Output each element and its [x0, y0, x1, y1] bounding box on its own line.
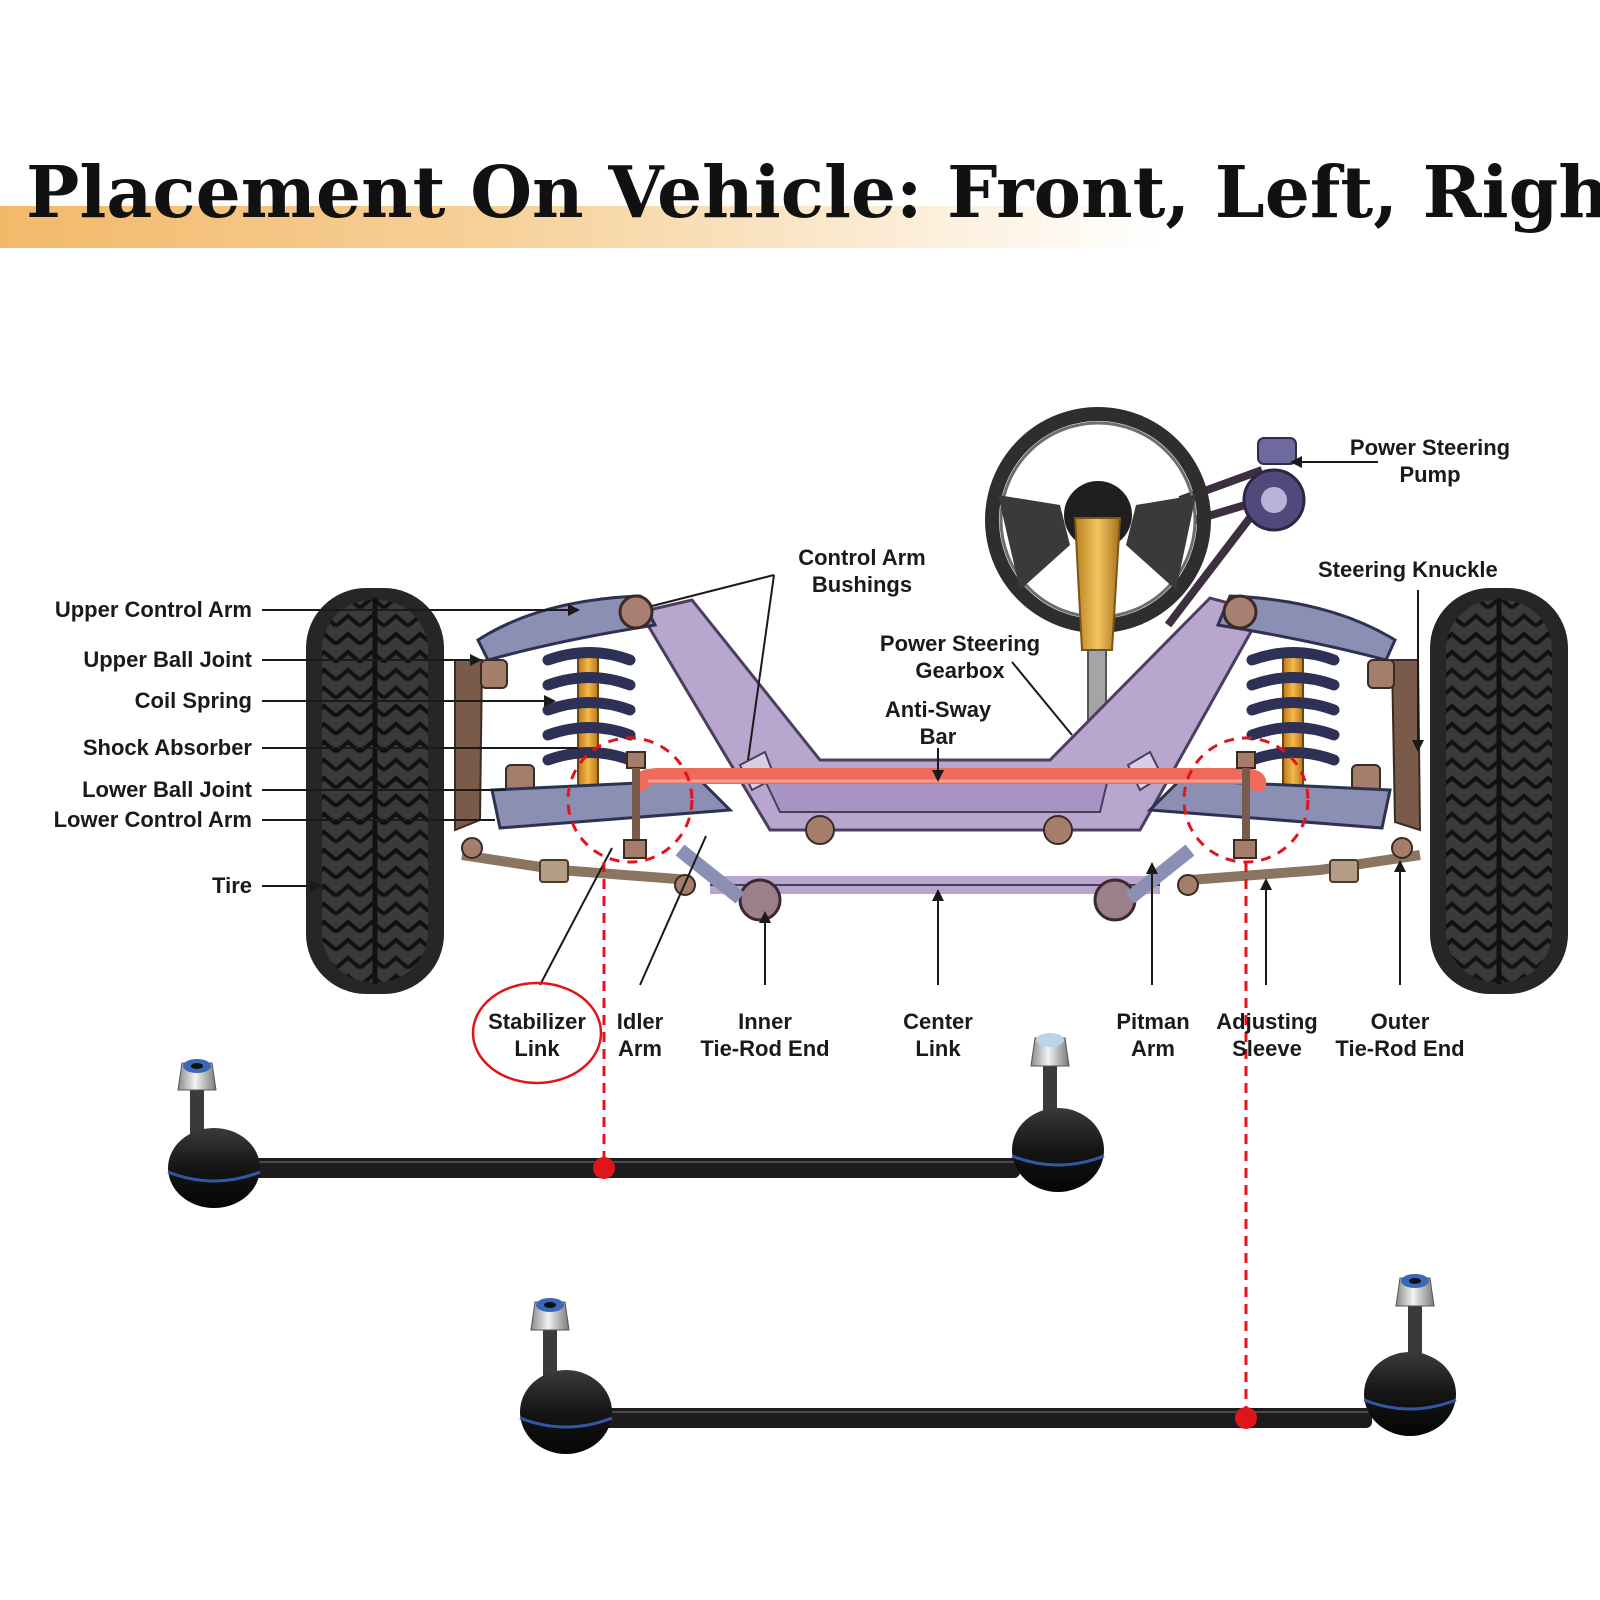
left-upper-control-arm	[476, 594, 658, 662]
label-shock-absorber: Shock Absorber	[82, 735, 252, 760]
right-coil-spring-shock	[1246, 647, 1340, 791]
red-dot-left	[593, 1157, 615, 1179]
left-steering-knuckle	[454, 659, 484, 832]
label-lower-ball-joint: Lower Ball Joint	[82, 777, 252, 802]
right-tire	[1430, 588, 1568, 994]
stabilizer-link-part-icon-2	[519, 1274, 1457, 1454]
label-lower-control-arm: Lower Control Arm	[53, 807, 252, 832]
anti-sway-bar	[632, 768, 1267, 792]
right-stabilizer-link-installed	[1233, 751, 1257, 859]
left-control-arm-bushing	[618, 594, 654, 630]
label-coil-spring: Coil Spring	[134, 688, 252, 713]
left-stabilizer-highlight	[566, 736, 694, 864]
left-upper-ball-joint	[480, 659, 508, 689]
leader-lines	[262, 461, 1419, 986]
title-highlight-band	[0, 206, 1160, 248]
red-dot-right	[1235, 1407, 1257, 1429]
label-steering-knuckle: Steering Knuckle	[1318, 557, 1498, 582]
left-coil-spring-shock	[542, 647, 636, 791]
right-control-arm-bushing	[1222, 594, 1258, 630]
left-stabilizer-link-installed	[623, 751, 647, 859]
steering-column	[1073, 517, 1122, 731]
power-steering-pump	[1164, 437, 1306, 628]
right-upper-ball-joint	[1367, 659, 1395, 689]
leader-arrowheads	[310, 456, 1424, 923]
page-title: Placement On Vehicle: Front, Left, Right	[26, 150, 1600, 234]
frame-nut-left	[805, 815, 835, 845]
stabilizer-label-circle	[471, 981, 603, 1085]
frame-nut-right	[1043, 815, 1073, 845]
right-steering-knuckle	[1390, 659, 1422, 832]
stabilizer-link-part-icon	[167, 1033, 1105, 1208]
label-upper-control-arm: Upper Control Arm	[54, 597, 252, 622]
right-upper-control-arm	[1215, 594, 1397, 662]
steering-linkage	[461, 837, 1421, 922]
left-lower-control-arm	[490, 778, 734, 830]
label-upper-ball-joint: Upper Ball Joint	[83, 647, 252, 672]
label-tire: Tire	[212, 873, 252, 898]
